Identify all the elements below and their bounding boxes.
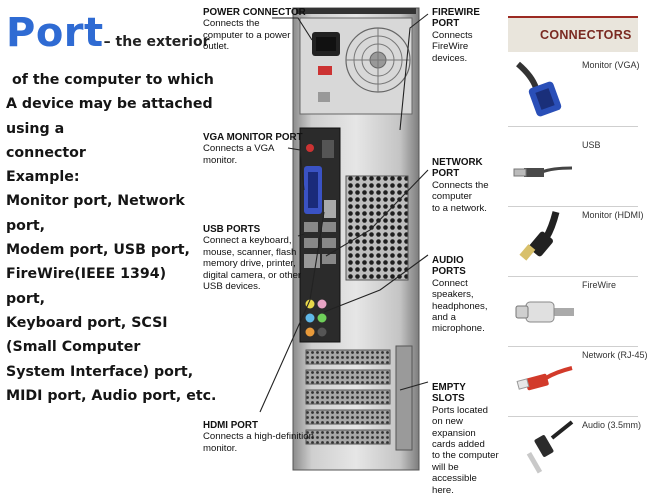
example-line: port, <box>6 217 46 234</box>
callout-desc: memory drive, printer, <box>203 258 296 270</box>
computer-tower-back-diagram: POWER CONNECTOR Connects the computer to… <box>200 0 500 496</box>
connector-label: Audio (3.5mm) <box>582 420 642 430</box>
definition-lines: of the computer to which A device may be… <box>6 68 217 408</box>
title-row: Port– the exterior <box>6 10 210 56</box>
callout-hdmi-port: HDMI PORT Connects a high-definition mon… <box>203 420 314 454</box>
example-line: System Interface) port, <box>6 363 194 380</box>
fan-grille <box>345 175 409 281</box>
callout-desc: microphone. <box>432 323 485 335</box>
definition-line: using a <box>6 120 65 137</box>
title-definition-start: – the exterior <box>103 34 210 50</box>
connector-row-network: Network (RJ-45) <box>508 346 648 417</box>
callout-desc: outlet. <box>203 41 230 53</box>
callout-desc: Connects a VGA <box>203 143 275 155</box>
callout-title: EMPTY SLOTS <box>432 382 466 405</box>
hdmi-connector-icon <box>519 211 560 261</box>
callout-desc: devices. <box>432 52 468 64</box>
connector-label: Network (RJ-45) <box>582 350 648 360</box>
connectors-panel: CONNECTORS Monitor (VGA) USB Monitor (HD… <box>500 0 648 478</box>
connector-label: Monitor (VGA) <box>582 60 640 70</box>
callout-firewire-port: FIREWIRE PORT Connects FireWire devices. <box>432 7 500 64</box>
callout-usb-ports: USB PORTS Connect a keyboard, mouse, sca… <box>203 224 301 292</box>
tower-illustration <box>259 7 429 471</box>
expansion-slots <box>305 345 413 451</box>
connector-row-usb: USB <box>508 136 638 207</box>
callout-desc: accessible here. <box>432 473 477 496</box>
callout-desc: Connects a high-definition <box>203 431 314 443</box>
callout-desc: Connects FireWire <box>432 29 473 53</box>
callout-desc: monitor. <box>203 154 238 166</box>
connectors-heading-bar: CONNECTORS <box>508 16 638 52</box>
vga-connector-icon <box>516 61 562 117</box>
callout-network-port: NETWORK PORT Connects the computer to a … <box>432 157 500 214</box>
connector-row-audio: Audio (3.5mm) <box>508 416 642 486</box>
callout-desc: Connect speakers, <box>432 277 474 301</box>
callout-title: VGA MONITOR PORT <box>203 132 303 143</box>
connector-row-firewire: FireWire <box>508 276 638 347</box>
definition-line: connector <box>6 144 86 161</box>
callout-title: FIREWIRE PORT <box>432 7 480 30</box>
callout-desc: to a network. <box>432 202 487 214</box>
callout-empty-slots: EMPTY SLOTS Ports located on new expansi… <box>432 382 500 496</box>
callout-desc: monitor. <box>203 442 238 454</box>
callout-title: AUDIO PORTS <box>432 255 466 278</box>
callout-power-connector: POWER CONNECTOR Connects the computer to… <box>203 7 306 53</box>
title-port-word: Port <box>6 10 104 56</box>
hdmi-port <box>324 200 336 218</box>
audio-jack-icon <box>526 420 574 474</box>
definition-line: A device may be attached <box>6 96 213 113</box>
connector-label: Monitor (HDMI) <box>582 210 644 220</box>
callout-desc: Ports located on new <box>432 404 488 428</box>
connector-row-hdmi: Monitor (HDMI) <box>508 206 644 277</box>
callout-desc: Connects the <box>203 18 260 30</box>
example-line: MIDI port, Audio port, etc. <box>6 387 217 404</box>
callout-desc: to the computer will be <box>432 450 499 473</box>
callout-desc: expansion cards added <box>432 427 485 451</box>
callout-title: HDMI PORT <box>203 420 258 431</box>
callout-vga-port: VGA MONITOR PORT Connects a VGA monitor. <box>203 132 303 166</box>
usb-connector-icon <box>513 166 573 177</box>
example-heading: Example: <box>6 169 80 186</box>
firewire-connector-icon <box>515 301 574 323</box>
callout-leader-lines <box>259 13 429 413</box>
example-line: Keyboard port, SCSI <box>6 314 168 331</box>
callout-desc: digital camera, or other <box>203 269 302 281</box>
callout-desc: mouse, scanner, flash <box>203 246 297 258</box>
definition-text-block: Port– the exterior of the computer to wh… <box>0 0 217 478</box>
example-line: port, <box>6 290 46 307</box>
callout-title: USB PORTS <box>203 224 261 235</box>
callout-desc: headphones, and a <box>432 300 488 324</box>
callout-audio-ports: AUDIO PORTS Connect speakers, headphones… <box>432 255 500 335</box>
power-supply <box>299 17 413 115</box>
example-line: Monitor port, Network <box>6 193 185 210</box>
callout-title: POWER CONNECTOR <box>203 7 306 18</box>
callout-desc: Connect a keyboard, <box>203 235 292 247</box>
connector-label: FireWire <box>582 280 616 290</box>
example-line: (Small Computer <box>6 339 141 356</box>
definition-line: of the computer to which <box>12 72 214 88</box>
connectors-heading: CONNECTORS <box>540 28 632 42</box>
callout-desc: Connects the computer <box>432 179 489 203</box>
example-line: Modem port, USB port, <box>6 242 190 259</box>
callout-title: NETWORK PORT <box>432 157 483 180</box>
network-port <box>304 254 320 268</box>
connector-label: USB <box>582 140 601 150</box>
usb-port <box>304 222 318 232</box>
example-line: FireWire(IEEE 1394) <box>6 266 167 283</box>
callout-desc: computer to a power <box>203 29 291 41</box>
callout-desc: USB devices. <box>203 281 261 293</box>
rj45-connector-icon <box>516 366 573 391</box>
connector-row-vga: Monitor (VGA) <box>508 56 640 127</box>
